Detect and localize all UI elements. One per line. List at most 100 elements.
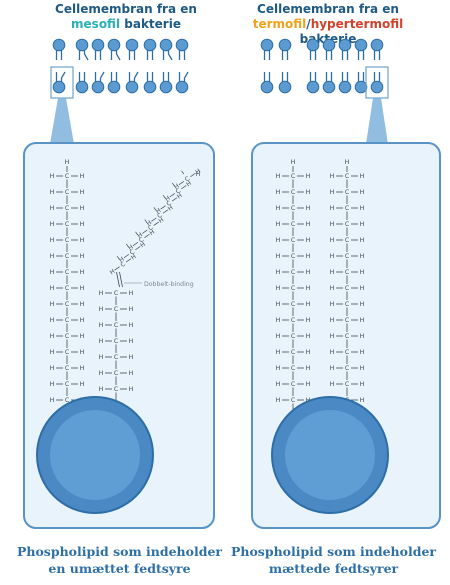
lipid-head <box>260 38 274 52</box>
hydrogen-atom: H <box>50 317 55 324</box>
right-title: Cellemembran fra en termofil/hypertermof… <box>228 2 428 47</box>
bond-line <box>144 233 150 238</box>
hydrogen-atom: H <box>99 290 104 297</box>
carbon-atom: C <box>345 173 349 180</box>
hydrogen-atom: H <box>306 237 311 244</box>
membrane-lipid-bottom <box>175 71 189 94</box>
membrane-lipid-bottom <box>260 72 274 94</box>
lipid-head <box>306 80 320 94</box>
bond-line <box>181 185 187 190</box>
carbon-atom: C <box>114 290 118 297</box>
bond-line <box>135 231 139 236</box>
hydrogen-atom: H <box>276 301 281 308</box>
hydrogen-atom: H <box>80 189 85 196</box>
carbon-atom: C <box>291 269 295 276</box>
hydrogen-atom: H <box>276 253 281 260</box>
hydrogen-atom: H <box>80 221 85 228</box>
membrane-lipid-top <box>107 38 121 61</box>
hydrogen-atom: H <box>306 269 311 276</box>
hydrogen-atom: H <box>330 285 335 292</box>
membrane-lipid-bottom <box>338 72 352 94</box>
hydrogen-atom: H <box>164 195 172 203</box>
hydrogen-atom: H <box>80 317 85 324</box>
double-bond-label: Dobbelt-binding <box>144 281 194 288</box>
hydrogen-atom: H <box>330 253 335 260</box>
hydrogen-atom: H <box>176 192 184 200</box>
hydrogen-atom: H <box>129 386 134 393</box>
hydrogen-atom: H <box>360 221 365 228</box>
ch-group: CHH <box>118 241 147 264</box>
hydrogen-atom: H <box>330 333 335 340</box>
carbon-atom: C <box>114 354 118 361</box>
membrane-lipid-top <box>159 38 173 61</box>
hydrogen-atom: H <box>129 322 134 329</box>
carbon-atom: C <box>65 205 69 212</box>
left-title: Cellemembran fra en mesofil bakterie <box>26 2 226 32</box>
bond-line <box>144 219 148 224</box>
membrane-lipid-bottom <box>75 72 89 94</box>
kinked-lipid-tail <box>60 71 66 82</box>
hydrogen-atom: H <box>80 285 85 292</box>
bond-line <box>162 194 166 199</box>
ch-group: CHH <box>155 192 184 215</box>
carbon-atom: C <box>65 333 69 340</box>
carbon-atom: C <box>291 253 295 260</box>
hydrogen-atom: H <box>50 221 55 228</box>
bond-line <box>172 182 175 187</box>
left-title-rest: bakterie <box>120 17 181 31</box>
carbon-atom: C <box>65 381 69 388</box>
lipid-head <box>91 38 105 52</box>
carbon-atom: C <box>345 237 349 244</box>
lipid-head <box>278 38 292 52</box>
ch-group: CHH <box>164 180 193 203</box>
hypertermofil-word: hypertermofil <box>310 17 404 31</box>
hydrogen-atom: H <box>360 349 365 356</box>
hydrogen-atom: H <box>167 204 175 212</box>
title-slash: / <box>306 17 311 31</box>
hydrogen-atom: H <box>80 205 85 212</box>
hydrogen-atom: H <box>360 237 365 244</box>
hydrogen-atom: H <box>360 365 365 372</box>
lipid-head <box>159 80 173 94</box>
right-caption: Phospholipid som indeholder mættede fedt… <box>226 543 441 577</box>
mesofil-word: mesofil <box>71 17 121 31</box>
membrane-lipid-bottom <box>306 72 320 94</box>
carbon-atom: C <box>65 397 69 404</box>
hydrogen-atom: H <box>306 365 311 372</box>
membrane-lipid-bottom <box>143 72 157 94</box>
bond-line <box>162 209 169 214</box>
carbon-atom: C <box>345 189 349 196</box>
hydrogen-atom: H <box>80 253 85 260</box>
ch-group: CHH <box>109 253 138 276</box>
membrane-lipid-top <box>322 38 336 60</box>
bond-line <box>171 197 178 202</box>
left-title-line2: mesofil bakterie <box>26 17 226 32</box>
left-head-group-inner <box>50 410 140 500</box>
hydrogen-atom: H <box>330 381 335 388</box>
membrane-lipid-bottom <box>322 72 336 94</box>
membrane-lipid-top <box>338 38 352 60</box>
carbon-atom: C <box>114 370 118 377</box>
hydrogen-atom: H <box>80 173 85 180</box>
membrane-lipid-top <box>125 38 139 60</box>
